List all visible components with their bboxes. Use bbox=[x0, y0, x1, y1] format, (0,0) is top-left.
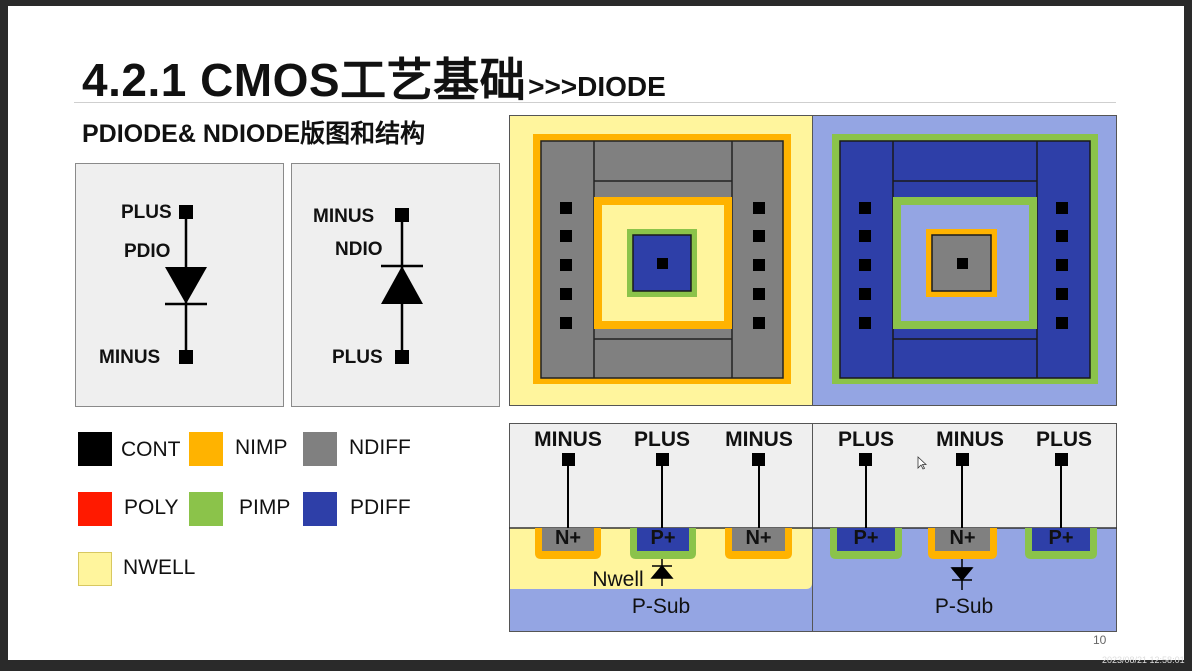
ndio-top-pin-label: MINUS bbox=[313, 206, 375, 227]
legend-swatch-ndiff bbox=[303, 432, 337, 466]
slide-title: 4.2.1 CMOS工艺基础>>>DIODE bbox=[82, 44, 666, 110]
cross-section-panel: MINUS PLUS MINUS PLUS MINUS PLUS N+ P+ N… bbox=[509, 423, 1117, 632]
ndio-bottom-pin bbox=[395, 350, 409, 364]
legend-label-poly: POLY bbox=[124, 496, 179, 519]
ndiode-center-cont bbox=[957, 258, 968, 269]
ndiode-pdiff-right bbox=[1032, 528, 1090, 551]
pdiode-center-cont bbox=[657, 258, 668, 269]
ndiode-ndiff-center bbox=[935, 528, 990, 551]
ndio-diode-symbol bbox=[381, 208, 423, 364]
pdiode-device-center: P+ bbox=[650, 527, 676, 549]
legend-swatch-pdiff bbox=[303, 492, 337, 526]
legend-swatch-cont bbox=[78, 432, 112, 466]
pdiode-junction-symbol bbox=[650, 559, 674, 586]
legend-swatch-poly bbox=[78, 492, 112, 526]
pdio-top-pin bbox=[179, 205, 193, 219]
ndiode-oxide bbox=[812, 423, 1117, 529]
pdiode-terminal-right: MINUS bbox=[725, 428, 793, 451]
pdiode-left-conts bbox=[560, 202, 572, 329]
pdiode-device-right: N+ bbox=[745, 527, 772, 549]
pdiode-pdiff-center bbox=[637, 528, 689, 551]
ndiode-terminal-center: MINUS bbox=[936, 428, 1004, 451]
pdiode-device-left: N+ bbox=[554, 527, 582, 549]
ndiode-terminal-right: PLUS bbox=[1035, 428, 1092, 451]
ndiode-terminal-left: PLUS bbox=[837, 428, 894, 451]
legend-label-cont: CONT bbox=[121, 438, 181, 461]
cross-section-drawing bbox=[509, 423, 1117, 632]
pdio-triangle bbox=[165, 267, 207, 304]
slide-subtitle: PDIODE& NDIODE版图和结构 bbox=[82, 120, 426, 148]
pdiode-nwell-label: Nwell bbox=[592, 568, 644, 591]
pdio-diode-symbol bbox=[165, 205, 207, 364]
ndiode-right-conts bbox=[1056, 202, 1068, 329]
title-divider bbox=[74, 102, 1116, 103]
legend-swatch-nwell bbox=[78, 552, 112, 586]
ndiode-left-conts bbox=[859, 202, 871, 329]
ndiode-junction-symbol bbox=[950, 559, 974, 590]
pdiode-ndiff-left bbox=[542, 528, 594, 551]
ndio-bottom-pin-label: PLUS bbox=[332, 347, 383, 368]
ndio-triangle bbox=[381, 266, 423, 304]
ndiode-substrate-label: P-Sub bbox=[934, 595, 994, 618]
pdio-bottom-pin-label: MINUS bbox=[99, 347, 161, 368]
pdiode-terminal-left: MINUS bbox=[534, 428, 602, 451]
legend-swatch-nimp bbox=[189, 432, 223, 466]
legend-label-pimp: PIMP bbox=[239, 496, 291, 519]
pdio-symbol-panel: PLUS PDIO MINUS bbox=[75, 163, 284, 407]
ndio-name-label: NDIO bbox=[335, 239, 383, 260]
ndiode-device-right: P+ bbox=[1048, 527, 1074, 549]
ndiode-layout bbox=[812, 115, 1117, 406]
pdiode-layout bbox=[509, 115, 813, 406]
ndio-top-pin bbox=[395, 208, 409, 222]
pdiode-ndiff-right bbox=[732, 528, 785, 551]
layout-top-views bbox=[509, 115, 1117, 406]
legend-label-pdiff: PDIFF bbox=[350, 496, 411, 519]
page-number: 10 bbox=[1093, 633, 1107, 647]
ndiode-pdiff-left bbox=[837, 528, 895, 551]
legend-label-nimp: NIMP bbox=[235, 436, 288, 459]
pdiode-right-conts bbox=[753, 202, 765, 329]
pdio-name-label: PDIO bbox=[124, 241, 171, 262]
ndio-symbol-panel: MINUS NDIO PLUS bbox=[291, 163, 500, 407]
title-main: 4.2.1 CMOS工艺基础 bbox=[82, 54, 527, 106]
title-sub: >>>DIODE bbox=[528, 71, 666, 102]
screen-timestamp: 2023/08/21 12:58:01 bbox=[1102, 655, 1185, 665]
pdiode-substrate-label: P-Sub bbox=[631, 595, 691, 618]
legend: CONT NIMP NDIFF POLY PIMP PDIFF NWELL bbox=[78, 431, 498, 591]
legend-label-nwell: NWELL bbox=[123, 556, 196, 579]
pdio-bottom-pin bbox=[179, 350, 193, 364]
ndiode-device-center: N+ bbox=[949, 527, 976, 549]
ndiode-device-left: P+ bbox=[853, 527, 879, 549]
pdio-top-pin-label: PLUS bbox=[121, 202, 172, 223]
legend-swatch-pimp bbox=[189, 492, 223, 526]
pdiode-terminal-center: PLUS bbox=[633, 428, 690, 451]
slide: 4.2.1 CMOS工艺基础>>>DIODE PDIODE& NDIODE版图和… bbox=[8, 6, 1184, 660]
legend-label-ndiff: NDIFF bbox=[349, 436, 411, 459]
mouse-cursor-icon bbox=[917, 456, 927, 470]
